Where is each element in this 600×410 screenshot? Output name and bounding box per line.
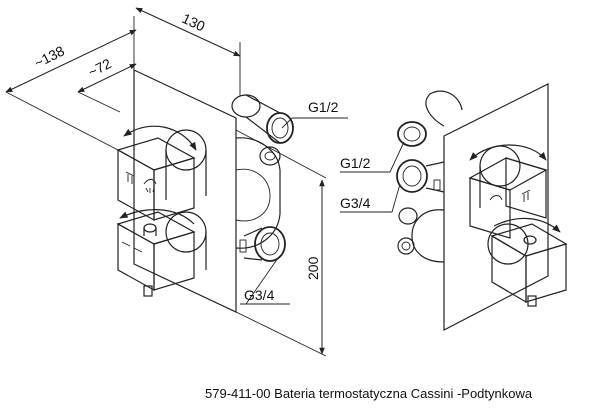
drawing-caption: 579-411-00 Bateria termostatyczna Cassin… [205, 386, 533, 401]
front-view [116, 69, 294, 313]
rear-top-port-label: G1/2 [340, 155, 371, 171]
label-leaders-right [340, 141, 405, 213]
dimension-lines [5, 7, 327, 357]
label-leaders-left [240, 117, 348, 305]
rear-view [396, 83, 568, 331]
front-top-port-label: G1/2 [308, 99, 339, 115]
dim-200-label: 200 [305, 256, 321, 280]
dim-138-label: ~138 [32, 42, 68, 71]
dim-130-label: 130 [180, 10, 208, 34]
rear-bottom-port-label: G3/4 [340, 195, 371, 211]
front-bottom-port-label: G3/4 [244, 287, 275, 303]
